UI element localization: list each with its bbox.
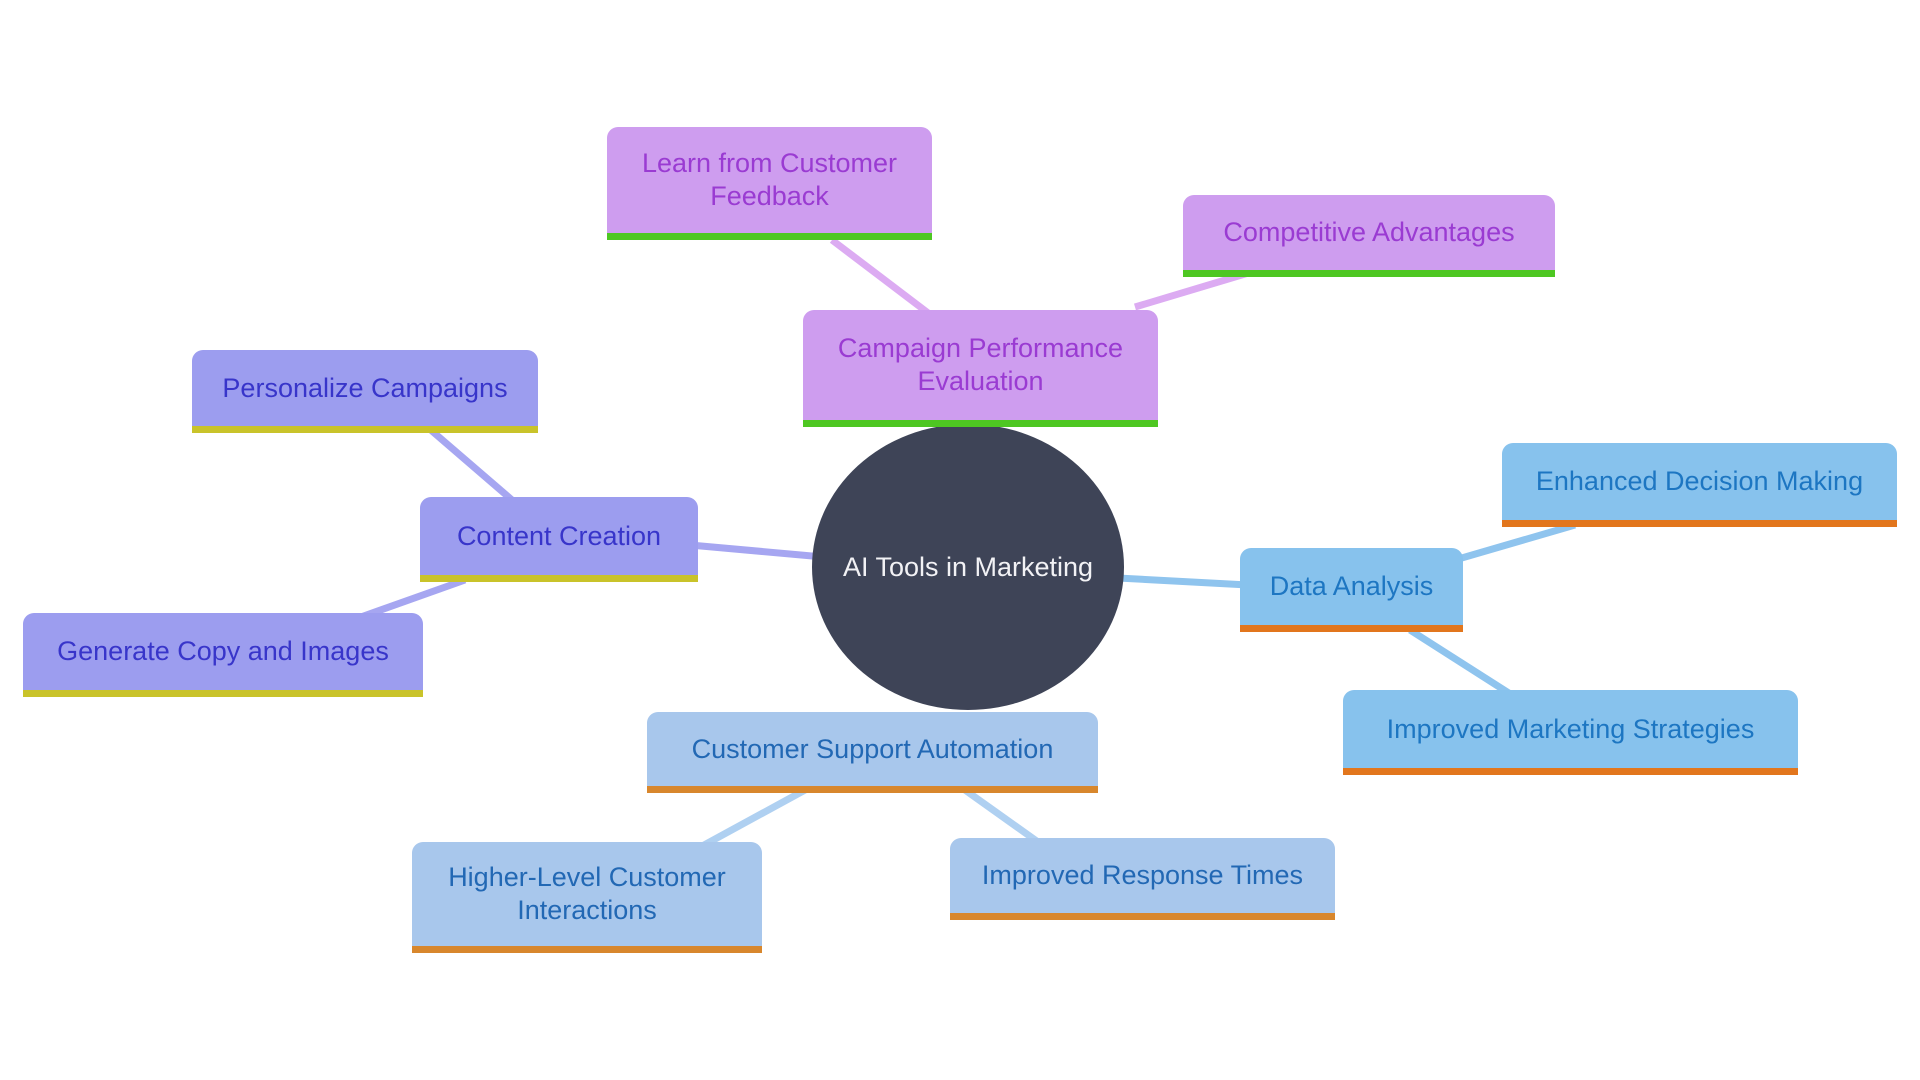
connector-data-to-enhanced-decision-making [1447, 521, 1576, 566]
node-label: Learn from Customer Feedback [641, 148, 898, 211]
branch-node-campaign-performance-evaluation: Campaign Performance Evaluation [803, 310, 1158, 427]
connector-support-to-higher-level-interactions [693, 786, 807, 854]
node-label: Customer Support Automation [691, 733, 1054, 764]
central-topic-node: AI Tools in Marketing [812, 424, 1124, 710]
connector-support-to-improved-response-times [962, 787, 1048, 850]
node-label: Improved Marketing Strategies [1386, 713, 1755, 744]
node-label: Enhanced Decision Making [1535, 466, 1864, 497]
branch-node-customer-support-automation: Customer Support Automation [647, 712, 1098, 793]
child-node-personalize-campaigns: Personalize Campaigns [192, 350, 538, 433]
central-topic-label: AI Tools in Marketing [842, 551, 1094, 582]
node-label: Competitive Advantages [1223, 217, 1515, 248]
child-node-competitive-advantages: Competitive Advantages [1183, 195, 1555, 277]
node-label: Data Analysis [1269, 571, 1434, 602]
node-label: Improved Response Times [981, 860, 1304, 891]
node-label: Campaign Performance Evaluation [837, 333, 1124, 396]
connector-data-to-improved-marketing-strategies [1408, 627, 1517, 700]
child-node-generate-copy-and-images: Generate Copy and Images [23, 613, 423, 697]
child-node-learn-from-customer-feedback: Learn from Customer Feedback [607, 127, 932, 240]
branch-node-content-creation: Content Creation [420, 497, 698, 582]
child-node-higher-level-customer-interactions: Higher-Level Customer Interactions [412, 842, 762, 953]
connector-content-to-personalize-campaigns [422, 422, 515, 503]
child-node-improved-response-times: Improved Response Times [950, 838, 1335, 920]
node-label: Content Creation [456, 520, 662, 551]
node-label: Higher-Level Customer Interactions [448, 862, 726, 925]
child-node-enhanced-decision-making: Enhanced Decision Making [1502, 443, 1897, 527]
node-label: Generate Copy and Images [57, 636, 389, 667]
child-node-improved-marketing-strategies: Improved Marketing Strategies [1343, 690, 1798, 775]
node-label: Personalize Campaigns [222, 372, 508, 403]
connector-campaign-to-learn-feedback [829, 237, 943, 325]
branch-node-data-analysis: Data Analysis [1240, 548, 1463, 632]
